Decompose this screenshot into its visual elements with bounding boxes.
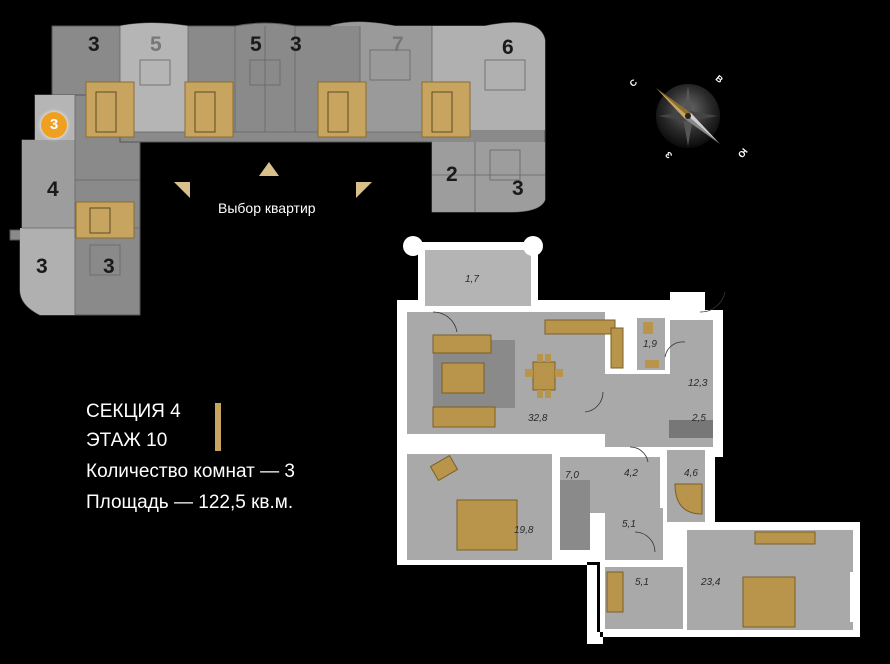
compass: С В Ю З [627, 70, 750, 170]
area-hall2: 5,1 [622, 519, 636, 530]
rooms-count-label: Количество комнат — 3 [86, 461, 295, 482]
section-label: СЕКЦИЯ 4 [86, 401, 181, 422]
apartment-a3[interactable]: 5 [250, 33, 262, 56]
apartment-a8[interactable]: 3 [512, 177, 524, 200]
building-plan [9, 21, 546, 316]
area-bedroom: 19,8 [514, 525, 534, 536]
area-balcony: 1,7 [465, 274, 479, 285]
building-wing-top [51, 21, 546, 213]
floor-label: ЭТАЖ 10 [86, 430, 168, 451]
balcony-room[interactable] [425, 250, 531, 306]
direction-arrows [174, 162, 372, 198]
building-wing-left [9, 94, 141, 316]
apartment-floor-plan [397, 236, 860, 644]
select-apartments-label[interactable]: Выбор квартир [218, 200, 316, 216]
wardrobe [560, 480, 590, 550]
closet-room[interactable] [669, 420, 713, 438]
apartment-a10[interactable]: 3 [36, 255, 48, 278]
apartment-a6[interactable]: 6 [502, 36, 514, 59]
area-hall: 12,3 [688, 378, 708, 389]
area-bath2: 5,1 [635, 577, 649, 588]
compass-rose-icon [656, 84, 720, 148]
apartment-a4[interactable]: 3 [290, 33, 302, 56]
area-living: 32,8 [528, 413, 548, 424]
apartment-a9[interactable]: 4 [47, 178, 59, 201]
area-corridor: 7,0 [565, 470, 579, 481]
area-wc: 1,9 [643, 339, 657, 350]
storage-room[interactable] [610, 458, 652, 498]
apartment-a2[interactable]: 5 [150, 33, 162, 56]
hall-room[interactable] [600, 320, 713, 447]
total-area-label: Площадь — 122,5 кв.м. [86, 492, 294, 513]
apartment-a7[interactable]: 2 [446, 163, 458, 186]
info-accent-bar [215, 403, 221, 451]
area-bath1: 4,6 [684, 468, 698, 479]
apartment-a1[interactable]: 3 [88, 33, 100, 56]
apartment-a11[interactable]: 3 [103, 255, 115, 278]
area-master: 23,4 [701, 577, 721, 588]
area-closet: 2,5 [692, 413, 706, 424]
hall2-room[interactable] [605, 508, 663, 560]
apartment-a5[interactable]: 7 [392, 33, 404, 56]
selected-section-badge[interactable]: 3 [41, 112, 67, 138]
area-storage: 4,2 [624, 468, 638, 479]
